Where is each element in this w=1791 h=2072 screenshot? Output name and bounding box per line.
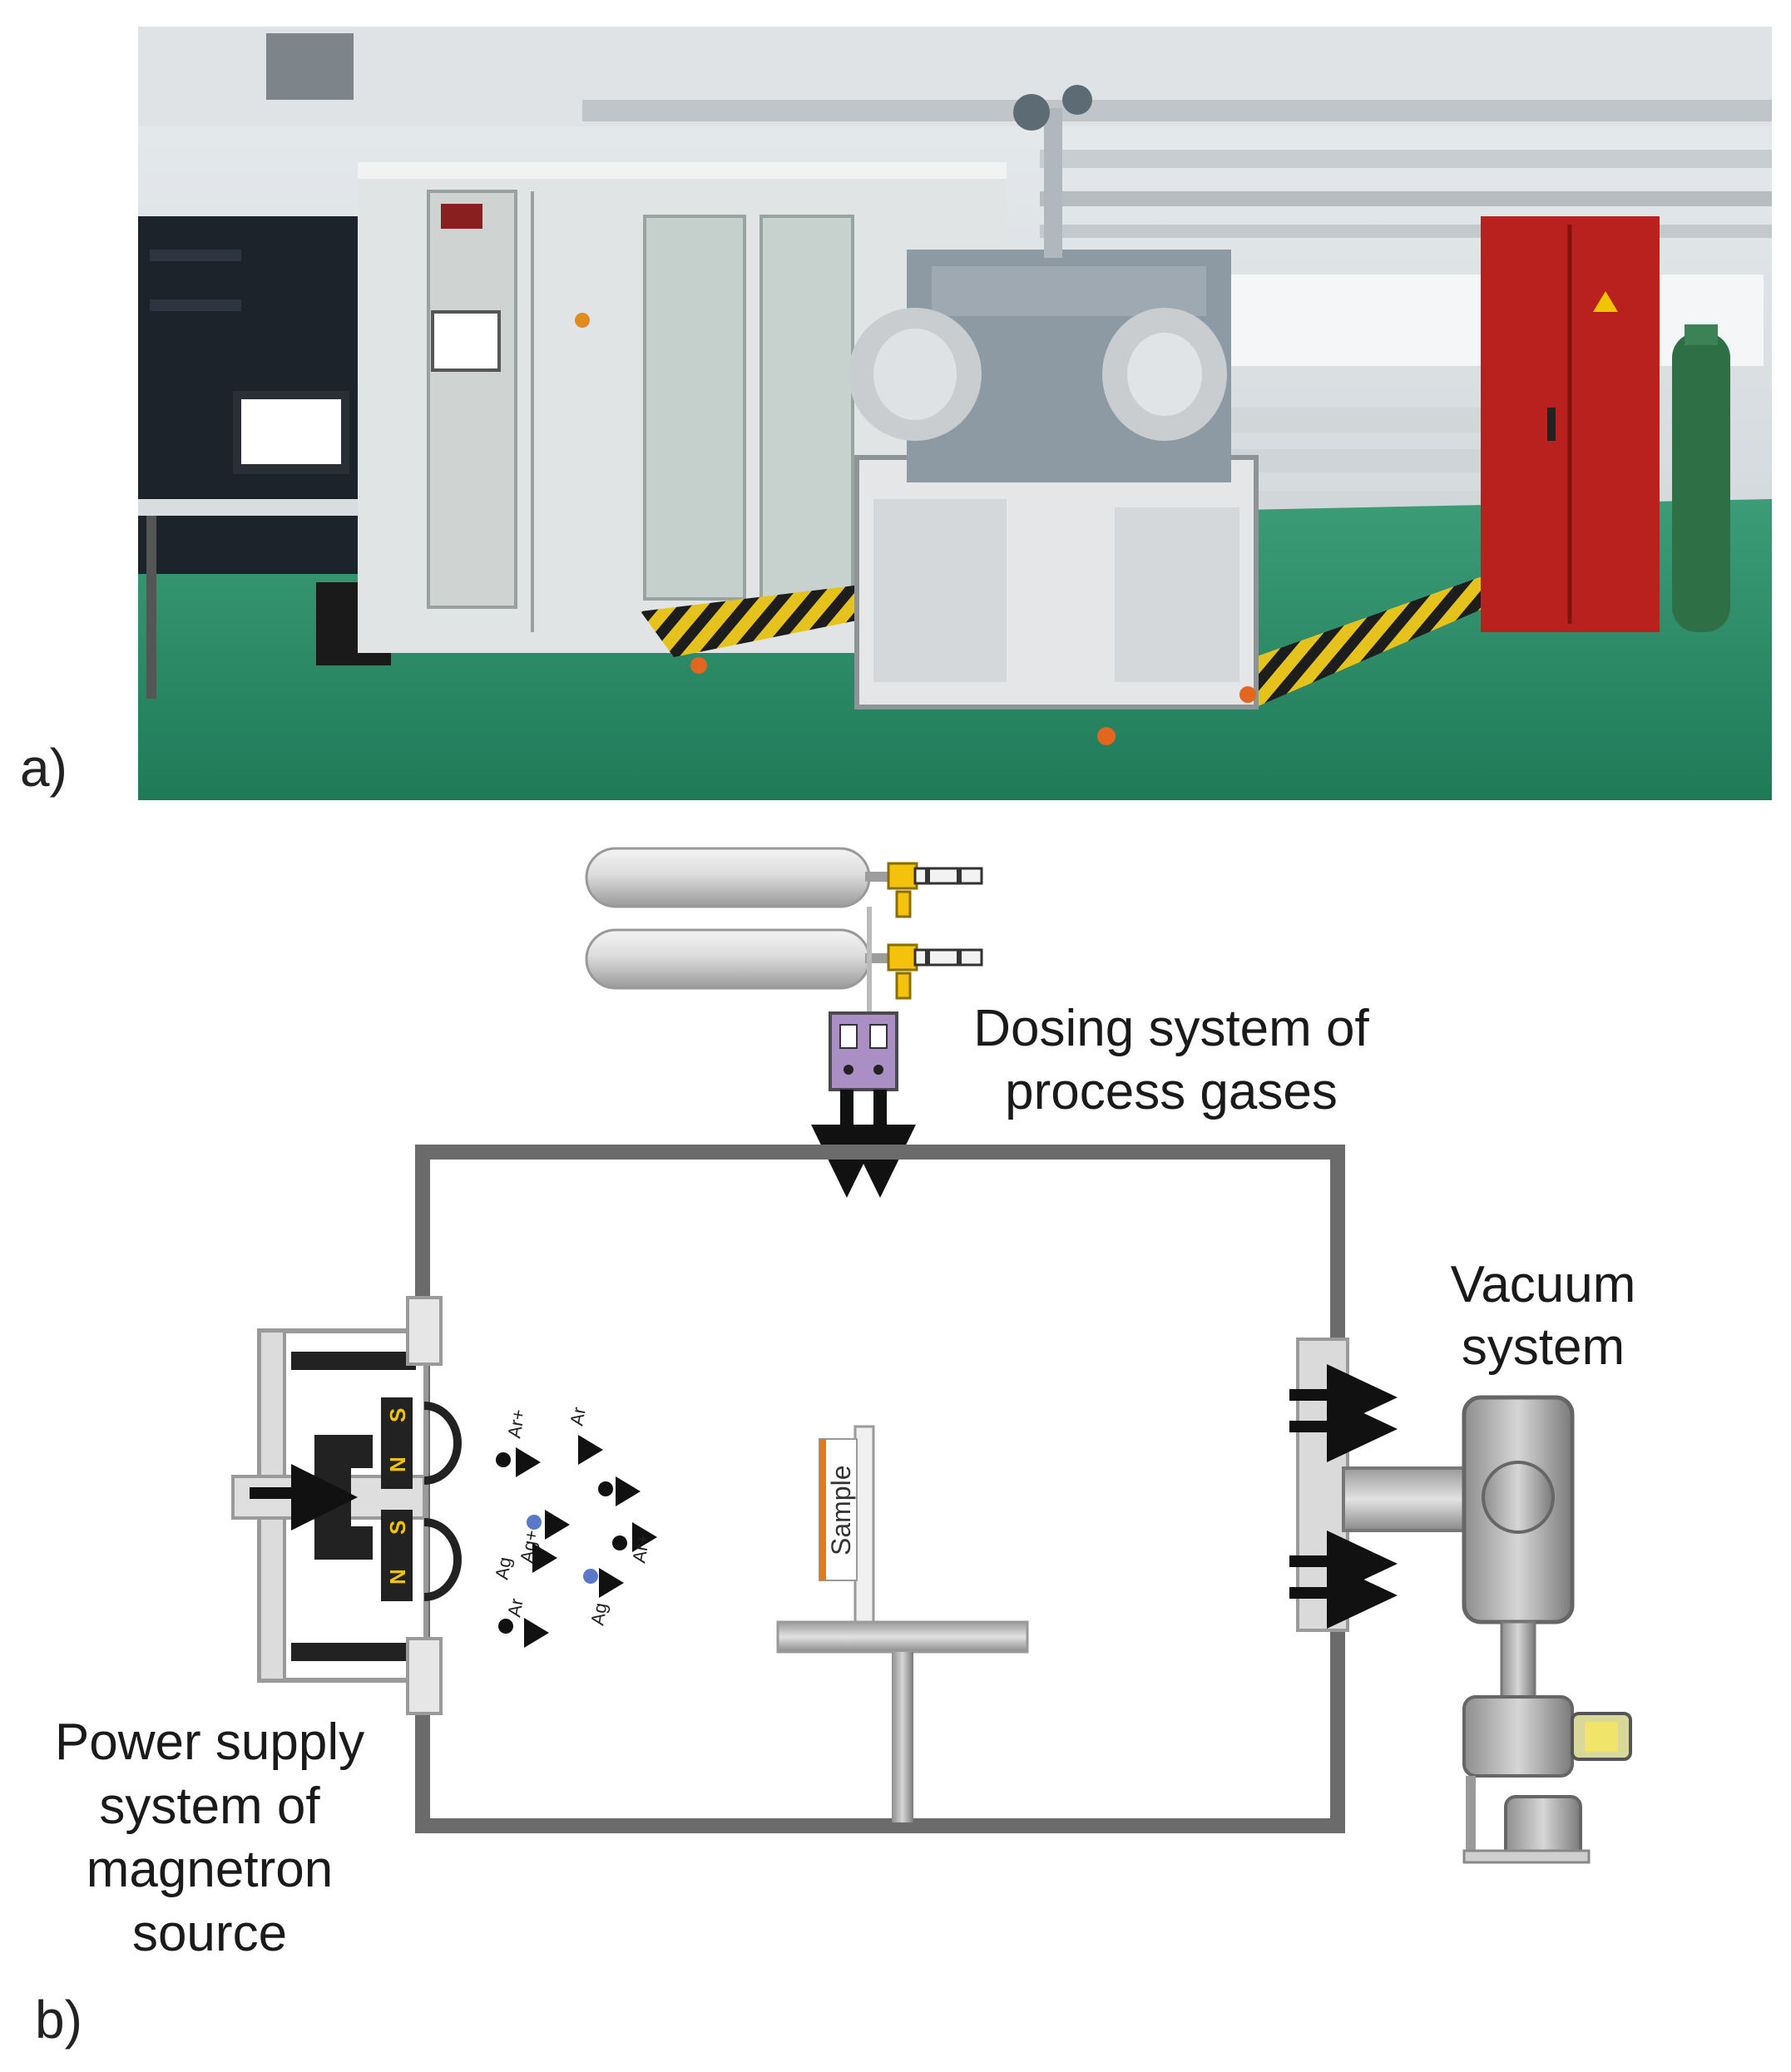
dosing-label-line2: process gases [1005,1063,1338,1120]
magnet-pole-s2: S [385,1521,410,1535]
particle-label: Ar+ [503,1407,529,1440]
particle-label: Ar+ [628,1532,654,1565]
valve-1 [887,862,983,918]
power-label-line3: magnetron [87,1841,333,1898]
panel-b-label: b) [35,1990,82,2050]
particle-label: Ag [586,1601,611,1627]
vacuum-label-line1: Vacuum [1451,1256,1636,1313]
power-label-line2: system of [99,1778,320,1835]
gas-cylinders [585,847,983,1019]
dosing-arrows [811,1090,916,1198]
sample-label: Sample [826,1466,856,1556]
sample [819,1439,826,1580]
particle-label: Ar [503,1597,527,1619]
particle-label: Ag [491,1555,515,1581]
vacuum-pump [1342,1395,1632,1864]
magnetron-source: S N S N [231,1296,462,1715]
panel-a-label: a) [20,738,67,798]
lab-photo: a) [20,27,1772,800]
power-arrow [291,1464,358,1531]
power-label-line1: Power supply [55,1713,364,1771]
magnet-pole-s1: S [385,1408,410,1422]
gas-cylinder-2 [585,928,871,990]
dosing-label-line1: Dosing system of [973,1000,1369,1057]
vacuum-label-line2: system [1462,1318,1625,1376]
magnet-pole-n1: N [385,1456,410,1472]
sample-holder: Sample [776,1425,1029,1822]
power-label-line4: source [132,1905,287,1962]
plasma-particles: Ar+ Ar Ag+ Ag Ar+ Ag Ar [491,1406,657,1648]
dosing-box [829,1011,898,1091]
valve-2 [887,943,983,1000]
particle-label: Ar [566,1406,589,1427]
chamber-diagram: S N S N Ar+ Ar Ag+ Ag Ar+ Ag Ar [25,819,1772,2059]
vacuum-arrows [1289,1338,1398,1632]
magnet-pole-n2: N [385,1569,410,1585]
gas-cylinder-1 [585,847,871,908]
